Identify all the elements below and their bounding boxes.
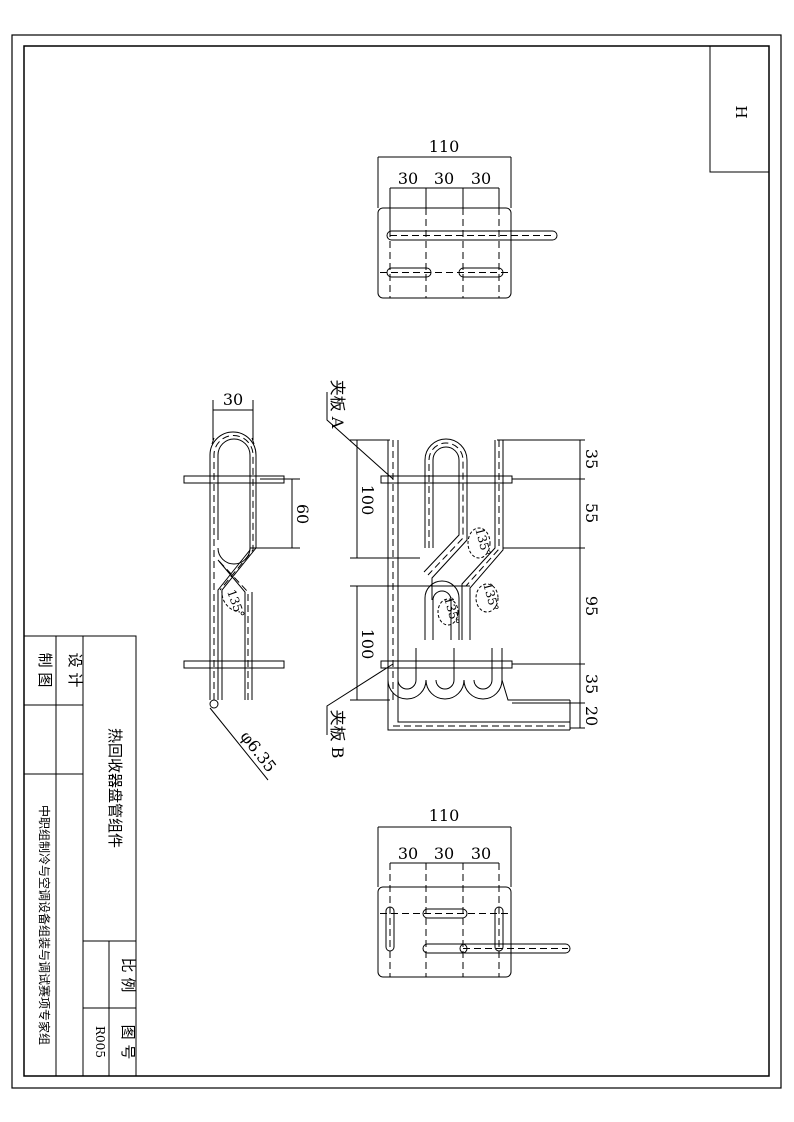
dim-front-vert-1: 100 [358, 485, 377, 516]
organization: 中职组制冷与空调设备组装与调试赛项专家组 [37, 805, 52, 1045]
dim-top-pitch-1: 30 [398, 169, 418, 188]
drawn-label: 制 图 [36, 653, 54, 688]
dim-front-angle-1: 135° [472, 526, 493, 558]
drawing-no-label: 图 号 [119, 1025, 137, 1060]
side-view [183, 400, 300, 781]
dim-side-width: 30 [223, 390, 243, 409]
dim-top-pitch-3: 30 [471, 169, 491, 188]
outer-border [11, 34, 782, 1089]
dim-right-2: 55 [582, 503, 601, 523]
drawing-no: R005 [93, 1026, 107, 1058]
dim-bottom-pitch-2: 30 [434, 844, 454, 863]
top-view [377, 156, 558, 299]
dim-top-pitch-2: 30 [434, 169, 454, 188]
sheet-tag: H [732, 105, 750, 118]
dim-top-overall: 110 [429, 137, 460, 156]
sheet-tag-box [709, 45, 770, 173]
dim-right-1: 35 [582, 449, 601, 469]
dim-side-angle: 135° [224, 588, 247, 620]
dim-bottom-pitch-1: 30 [398, 844, 418, 863]
dim-side-height: 60 [293, 504, 312, 524]
dim-right-3: 95 [582, 596, 601, 616]
callout-plate-a: 夹板 A [328, 380, 347, 429]
bottom-view [377, 826, 571, 978]
dim-bottom-overall: 110 [429, 806, 460, 825]
front-view [326, 392, 585, 735]
dim-right-5: 20 [582, 706, 601, 726]
dim-front-angle-3: 135° [480, 581, 501, 613]
inner-border [23, 45, 770, 1077]
dim-right-4: 35 [582, 674, 601, 694]
dim-bottom-pitch-3: 30 [471, 844, 491, 863]
design-label: 设 计 [66, 653, 84, 688]
scale-label: 比 例 [119, 958, 137, 993]
title-block [23, 635, 137, 1077]
part-name: 热回收器盘管组件 [106, 728, 124, 848]
dim-front-vert-2: 100 [358, 629, 377, 660]
callout-plate-b: 夹板 B [328, 710, 347, 759]
